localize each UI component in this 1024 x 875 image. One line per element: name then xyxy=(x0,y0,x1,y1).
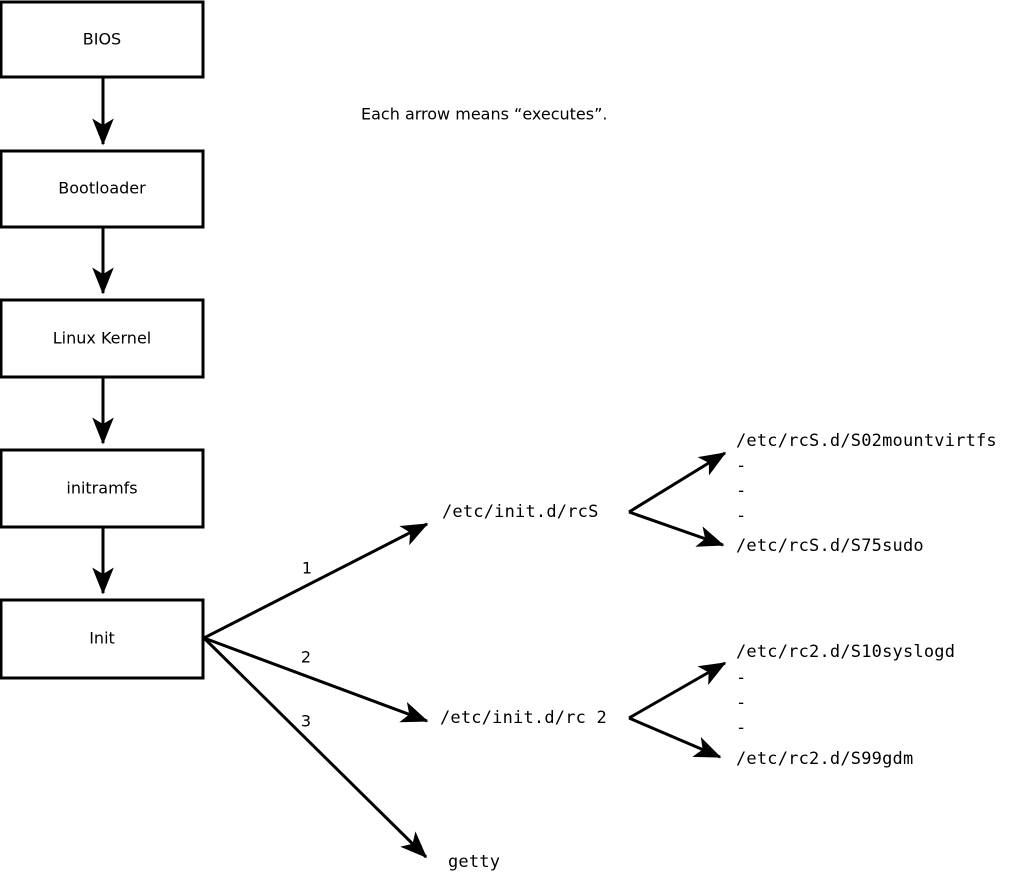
node-bios[interactable]: BIOS xyxy=(0,0,205,79)
node-bootloader-rect xyxy=(0,149,205,229)
arrow-init-to-rcS xyxy=(203,522,429,640)
arrow-rcS-to-first-script xyxy=(628,451,727,514)
rcS-ellipsis-dash-3: - xyxy=(736,506,746,526)
arrow-rc2-to-last-script xyxy=(628,716,722,759)
node-initramfs-rect xyxy=(0,448,205,529)
node-linux-kernel[interactable]: Linux Kernel xyxy=(0,298,205,379)
rc2-ellipsis-dash-3: - xyxy=(736,718,746,738)
node-rc2-label[interactable]: /etc/init.d/rc 2 xyxy=(440,708,607,728)
node-rcS-d-S75sudo[interactable]: /etc/rcS.d/S75sudo xyxy=(736,536,924,556)
rcS-ellipsis-dash-2: - xyxy=(736,481,746,501)
arrow-init-to-getty xyxy=(202,636,428,859)
node-linux-kernel-label: Linux Kernel xyxy=(53,329,151,348)
node-init-label: Init xyxy=(89,629,115,648)
node-bios-label: BIOS xyxy=(83,30,121,49)
edge-label-branch-3: 3 xyxy=(301,712,311,731)
node-rcS-d-S02mountvirtfs[interactable]: /etc/rcS.d/S02mountvirtfs xyxy=(736,431,997,451)
node-init-rect xyxy=(0,598,205,680)
node-bootloader-label: Bootloader xyxy=(58,179,146,198)
rc2-ellipsis-dash-2: - xyxy=(736,693,746,713)
node-linux-kernel-rect xyxy=(0,298,205,379)
node-bootloader[interactable]: Bootloader xyxy=(0,149,205,229)
arrow-init-to-rc2 xyxy=(203,636,429,723)
rcS-ellipsis-dash-1: - xyxy=(736,456,746,476)
node-getty-label[interactable]: getty xyxy=(448,852,500,872)
arrow-rcS-to-last-script xyxy=(628,510,725,547)
diagram-caption: Each arrow means “executes”. xyxy=(361,105,607,124)
node-rcS-label[interactable]: /etc/init.d/rcS xyxy=(442,502,599,522)
node-bios-rect xyxy=(0,0,205,79)
node-initramfs[interactable]: initramfs xyxy=(0,448,205,529)
rc2-ellipsis-dash-1: - xyxy=(736,668,746,688)
edge-label-branch-1: 1 xyxy=(302,559,312,578)
node-rc2-d-S99gdm[interactable]: /etc/rc2.d/S99gdm xyxy=(736,749,913,769)
node-rc2-d-S10syslogd[interactable]: /etc/rc2.d/S10syslogd xyxy=(736,642,955,662)
node-initramfs-label: initramfs xyxy=(66,479,137,498)
edge-label-branch-2: 2 xyxy=(301,648,311,667)
arrow-rc2-to-first-script xyxy=(628,661,727,720)
node-init[interactable]: Init xyxy=(0,598,205,680)
